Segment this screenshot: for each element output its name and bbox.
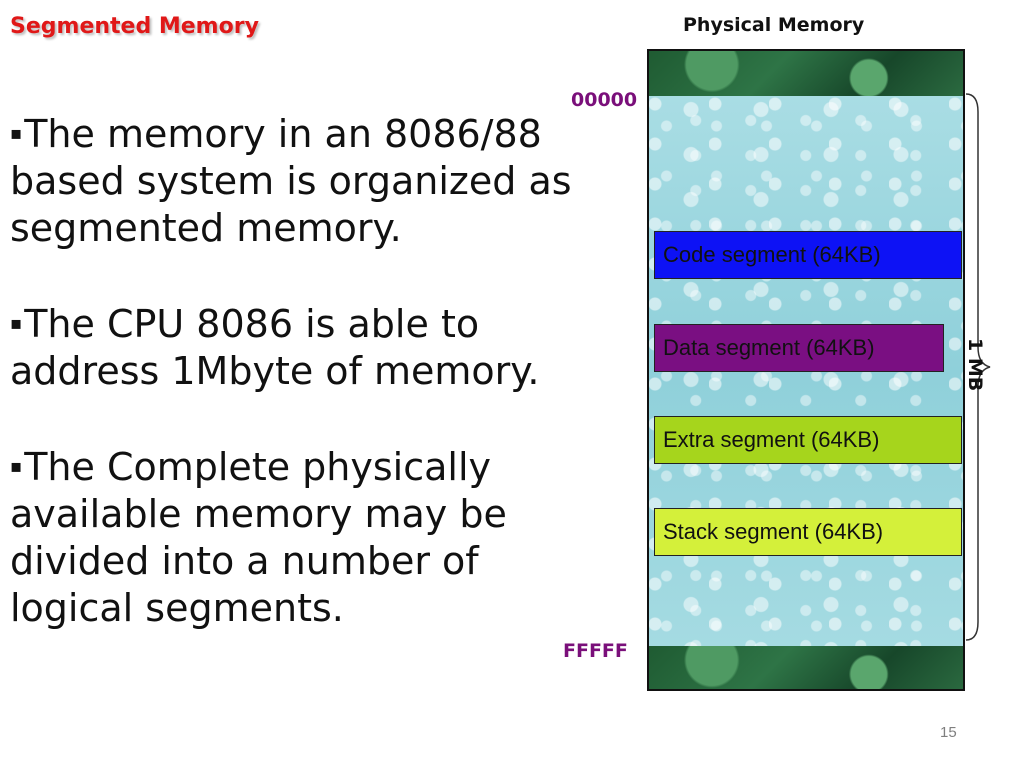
bullet-square-icon: ▪ [10,456,23,477]
slide-title: Segmented Memory [10,14,259,39]
extra-segment-label: Extra segment (64KB) [663,427,880,452]
physical-memory-bar: Code segment (64KB) Data segment (64KB) … [647,49,965,691]
bullet-square-icon: ▪ [10,313,23,334]
extra-segment-block: Extra segment (64KB) [654,416,962,464]
bullet-text: The CPU 8086 is able to address 1Mbyte o… [10,302,540,393]
bullet-square-icon: ▪ [10,123,23,144]
code-segment-block: Code segment (64KB) [654,231,962,279]
bullet-list: ▪The memory in an 8086/88 based system i… [10,110,590,680]
memory-bottom-border-region [649,646,963,689]
right-brace-icon [965,93,991,641]
memory-diagram-title: Physical Memory [683,14,865,36]
bullet-item: ▪The memory in an 8086/88 based system i… [10,110,590,252]
stack-segment-label: Stack segment (64KB) [663,519,884,544]
bullet-text: The memory in an 8086/88 based system is… [10,112,572,250]
code-segment-label: Code segment (64KB) [663,242,881,267]
end-address-label: FFFFF [563,640,628,662]
page-number: 15 [940,724,957,741]
start-address-label: 00000 [571,89,638,111]
data-segment-block: Data segment (64KB) [654,324,944,372]
bullet-text: The Complete physically available memory… [10,445,507,630]
stack-segment-block: Stack segment (64KB) [654,508,962,556]
memory-top-border-region [649,51,963,96]
bullet-item: ▪The CPU 8086 is able to address 1Mbyte … [10,300,590,395]
bullet-item: ▪The Complete physically available memor… [10,443,590,632]
data-segment-label: Data segment (64KB) [663,335,875,360]
memory-size-label: 1 MB [964,338,986,392]
